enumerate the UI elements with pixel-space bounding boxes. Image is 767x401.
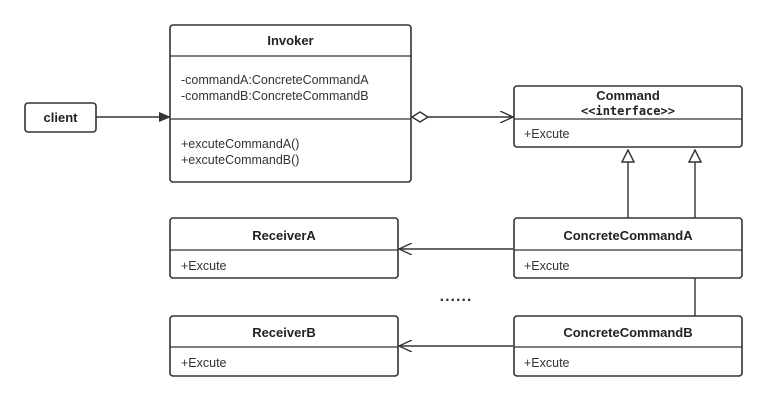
invoker-title: Invoker [267, 33, 313, 48]
receiverb-class[interactable]: ReceiverB +Excute [169, 315, 399, 377]
invoker-attribute: -commandA:ConcreteCommandA [181, 73, 369, 87]
concretecommanda-class[interactable]: ConcreteCommandA +Excute [513, 217, 743, 279]
command-stereotype: <<interface>> [581, 104, 675, 118]
receivera-title: ReceiverA [252, 228, 316, 243]
ellipsis-more-commands: ...... [440, 288, 473, 305]
command-title: Command [596, 88, 660, 103]
receiverb-operation: +Excute [181, 356, 227, 370]
invoker-class[interactable]: Invoker -commandA:ConcreteCommandA -comm… [169, 24, 412, 183]
invoker-attribute: -commandB:ConcreteCommandB [181, 89, 369, 103]
command-operation: +Excute [524, 127, 570, 141]
receiverb-title: ReceiverB [252, 325, 316, 340]
concretecommandb-operation: +Excute [524, 356, 570, 370]
invoker-operation: +excuteCommandB() [181, 153, 299, 167]
concretecommandb-class[interactable]: ConcreteCommandB +Excute [513, 315, 743, 377]
invoker-operation: +excuteCommandA() [181, 137, 299, 151]
receivera-class[interactable]: ReceiverA +Excute [169, 217, 399, 279]
concretecommandb-title: ConcreteCommandB [563, 325, 692, 340]
command-interface[interactable]: Command <<interface>> +Excute [513, 85, 743, 148]
concretecommanda-operation: +Excute [524, 259, 570, 273]
client-label: client [44, 110, 79, 125]
receivera-operation: +Excute [181, 259, 227, 273]
client-node[interactable]: client [24, 102, 97, 133]
concretecommanda-title: ConcreteCommandA [563, 228, 693, 243]
